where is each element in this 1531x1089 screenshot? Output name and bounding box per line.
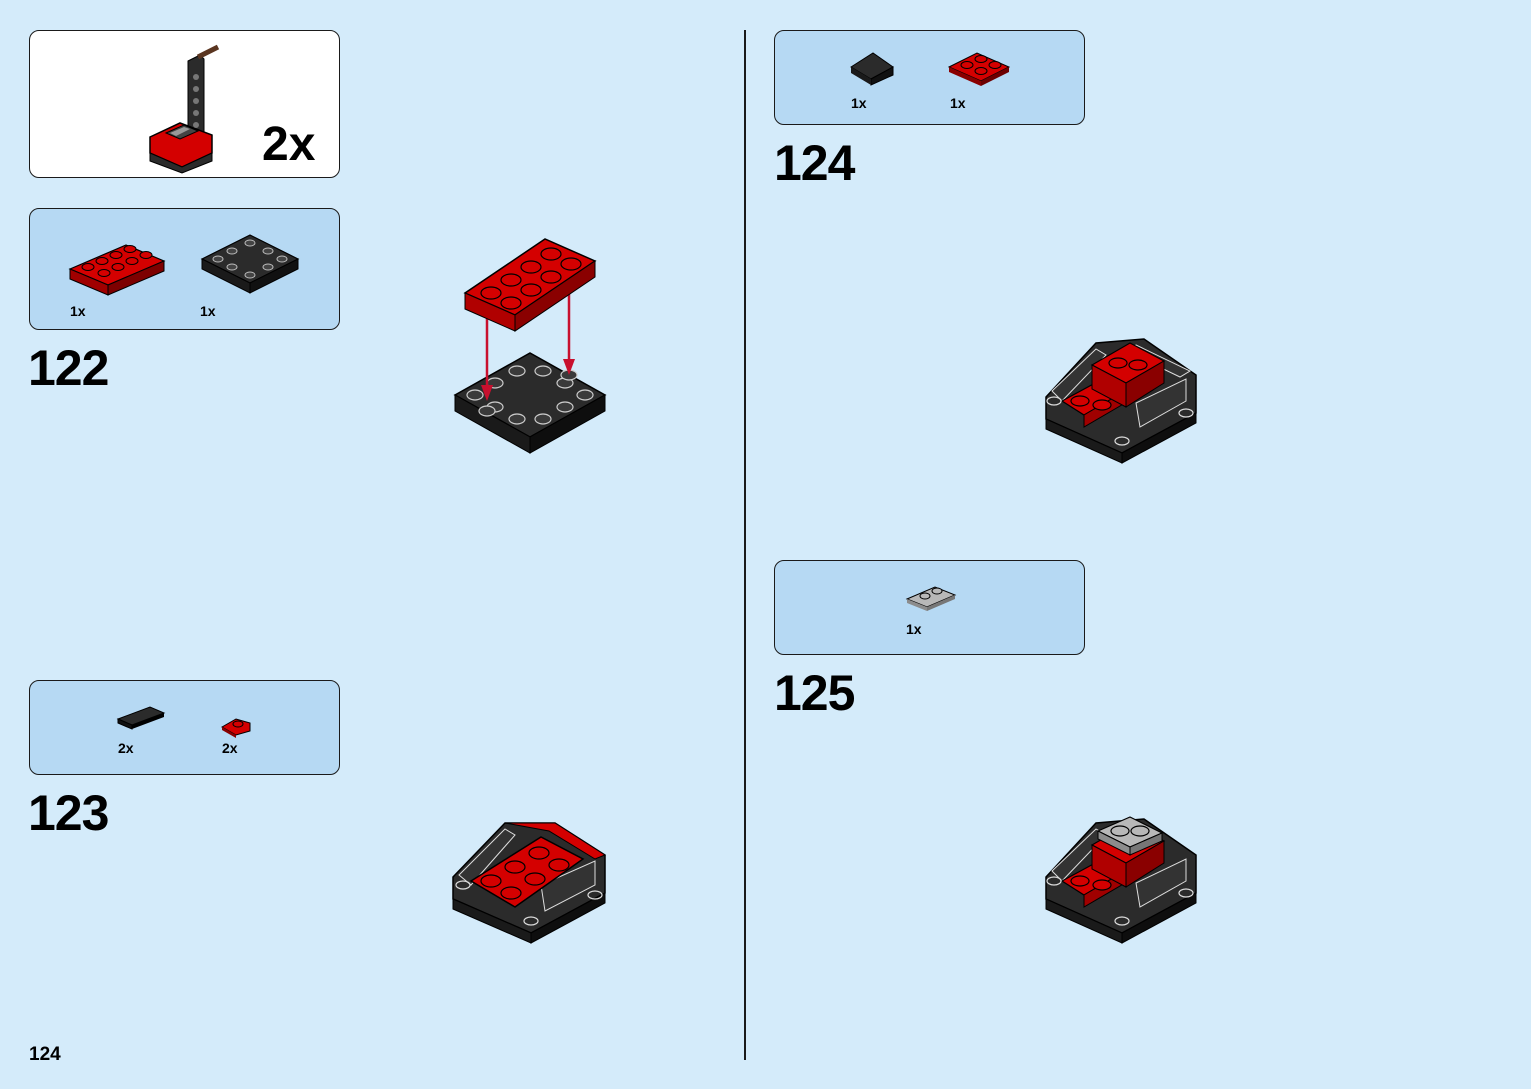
part-qty: 1x bbox=[851, 95, 867, 111]
step-number-122: 122 bbox=[28, 340, 109, 396]
part-qty: 2x bbox=[222, 740, 238, 756]
black-round-plate-4x4-icon bbox=[200, 234, 300, 294]
step-124-build-illustration bbox=[1045, 338, 1197, 464]
part-qty: 1x bbox=[906, 621, 922, 637]
step-122-parts-box: 1x 1x bbox=[29, 208, 340, 330]
step-125-parts-box: 1x bbox=[774, 560, 1085, 655]
gray-plate-1x2-icon bbox=[905, 586, 957, 611]
step-number-123: 123 bbox=[28, 785, 109, 841]
black-slope-tile-icon bbox=[116, 706, 166, 730]
step-122-build-illustration bbox=[453, 238, 607, 454]
red-wedge-plate-icon bbox=[220, 718, 251, 738]
part-qty: 1x bbox=[200, 303, 216, 319]
step-125-build-illustration bbox=[1045, 816, 1197, 944]
step-123-parts-box: 2x 2x bbox=[29, 680, 340, 775]
crane-arm-subassembly-icon bbox=[149, 44, 220, 174]
red-plate-2x2-icon bbox=[947, 52, 1011, 86]
page-number: 124 bbox=[29, 1044, 61, 1065]
step-number-125: 125 bbox=[774, 665, 855, 721]
step-number-124: 124 bbox=[774, 135, 855, 191]
black-slope-tile-icon bbox=[850, 52, 894, 86]
subassembly-callout: 2x bbox=[29, 30, 340, 178]
red-plate-2x4-icon bbox=[68, 244, 166, 296]
part-qty: 1x bbox=[950, 95, 966, 111]
part-qty: 2x bbox=[118, 740, 134, 756]
subassembly-multiplier: 2x bbox=[262, 118, 316, 171]
part-qty: 1x bbox=[70, 303, 86, 319]
step-123-build-illustration bbox=[452, 822, 607, 944]
step-124-parts-box: 1x 1x bbox=[774, 30, 1085, 125]
page-divider bbox=[744, 30, 746, 1060]
